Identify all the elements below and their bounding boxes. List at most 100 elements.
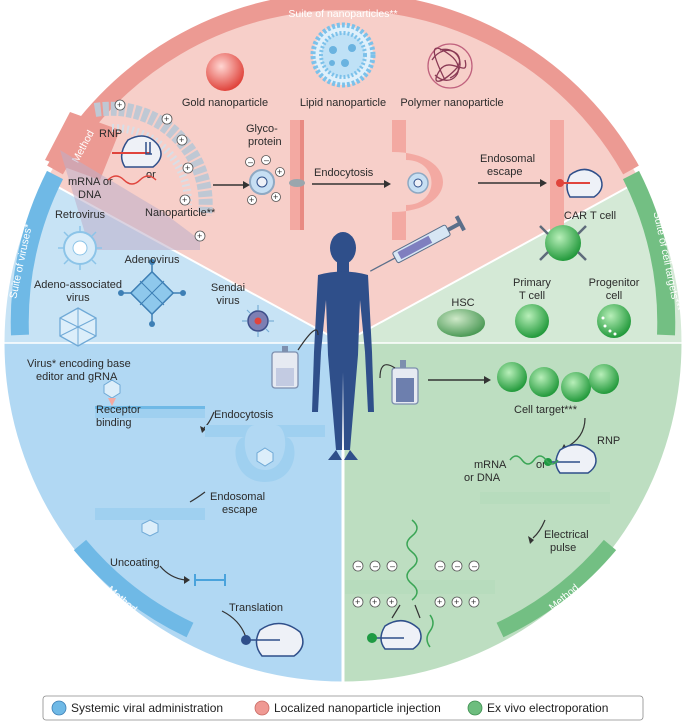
virus-encoding-label-2: editor and gRNA <box>36 371 118 383</box>
virus-endosomal-label-1: Endosomal <box>210 491 265 503</box>
receptor-label-1: Receptor <box>96 404 141 416</box>
np-method-tab <box>45 112 120 180</box>
mrna-strand <box>107 175 157 185</box>
membrane-escape <box>95 508 205 520</box>
cell-mrna-strand <box>509 455 559 465</box>
svg-text:+: + <box>437 597 442 607</box>
primary-t-cell-icon <box>515 304 549 338</box>
svg-text:+: + <box>197 231 202 241</box>
lipid-nanoparticle-label: Lipid nanoparticle <box>300 97 386 109</box>
car-t-cell-label: CAR T cell <box>564 210 616 222</box>
progenitor-cell-label-1: Progenitor <box>589 277 640 289</box>
cell-mrna-label-2: or DNA <box>464 472 501 484</box>
electroporation-membrane <box>345 519 495 601</box>
np-rnp-label: RNP <box>99 128 122 140</box>
legend-exvivo-swatch <box>467 700 483 716</box>
svg-text:+: + <box>471 597 476 607</box>
svg-text:–: – <box>356 561 361 571</box>
svg-text:–: – <box>438 561 443 571</box>
sendai-label-1: Sendai <box>211 282 245 294</box>
aav-icon <box>59 307 97 347</box>
adenovirus-icon <box>118 259 186 327</box>
progenitor-cell-label-2: cell <box>606 290 623 302</box>
receptor-label-2: binding <box>96 417 131 429</box>
adenovirus-label: Adenovirus <box>124 254 180 266</box>
cell-or-label: or <box>536 459 546 471</box>
svg-text:+: + <box>273 192 278 202</box>
delivered-rnp <box>367 604 434 650</box>
np-or-label: or <box>146 169 156 181</box>
virus-arc-band <box>10 170 64 336</box>
svg-text:–: – <box>390 561 395 571</box>
legend-systemic-swatch <box>51 700 67 716</box>
electrical-pulse-label-1: Electrical <box>544 529 589 541</box>
legend-localized-swatch <box>254 700 270 716</box>
legend-systemic-label: Systemic viral administration <box>71 701 223 715</box>
nanoparticle-arc-band <box>47 0 639 175</box>
virus-endocytosis-label: Endocytosis <box>214 409 274 421</box>
small-nanoparticle: – – + + + <box>245 155 285 205</box>
sendai-label-2: virus <box>216 295 240 307</box>
primary-t-cell-label-1: Primary <box>513 277 551 289</box>
svg-text:–: – <box>264 155 269 165</box>
virus-endosomal-label-2: escape <box>222 504 257 516</box>
cell-rnp-label: RNP <box>597 435 620 447</box>
hsc-icon <box>437 309 485 337</box>
virus-on-receptor <box>103 379 121 406</box>
iv-bag-right <box>391 360 419 405</box>
cell-arc-band <box>622 170 676 336</box>
cell-rnp-complex <box>544 444 597 474</box>
svg-text:–: – <box>455 561 460 571</box>
cell-target-cluster <box>497 362 619 402</box>
svg-text:+: + <box>185 163 190 173</box>
legend-box <box>42 695 644 721</box>
hsc-label: HSC <box>451 297 474 309</box>
virus-endocytosis-membrane <box>205 425 325 482</box>
gold-nanoparticle <box>206 53 244 91</box>
base-editor-protein <box>241 622 304 657</box>
charge-marks: – – – – – – + + + + + + <box>352 560 480 608</box>
svg-text:+: + <box>355 597 360 607</box>
legend-exvivo-label: Ex vivo electroporation <box>487 701 608 715</box>
nanoparticle-label: Nanoparticle** <box>145 207 216 219</box>
svg-text:+: + <box>179 135 184 145</box>
virus-encoding-label-1: Virus* encoding base <box>27 358 131 370</box>
gold-nanoparticle-label: Gold nanoparticle <box>182 97 268 109</box>
svg-text:+: + <box>454 597 459 607</box>
polymer-nanoparticle-label: Polymer nanoparticle <box>400 97 503 109</box>
np-mrna-label-2: DNA <box>78 189 102 201</box>
cell-target-label: Cell target*** <box>514 404 578 416</box>
cell-membrane-2 <box>392 120 443 240</box>
rnp-complex <box>112 135 162 168</box>
svg-text:+: + <box>277 167 282 177</box>
svg-text:+: + <box>117 100 122 110</box>
np-mrna-label-1: mRNA or <box>68 176 113 188</box>
cell-membrane-top <box>480 492 610 504</box>
np-endosomal-label-1: Endosomal <box>480 153 535 165</box>
glycoprotein-label-1: Glyco- <box>246 123 278 135</box>
pink-sector <box>36 3 650 343</box>
svg-text:+: + <box>249 195 254 205</box>
aav-label-1: Adeno-associated <box>34 279 122 291</box>
svg-text:+: + <box>164 114 169 124</box>
sendai-virus-icon <box>242 305 274 337</box>
nanoparticle-suite-label: Suite of nanoparticles** <box>288 8 397 20</box>
glycoprotein-label-2: protein <box>248 136 282 148</box>
cell-membrane-1 <box>289 120 305 230</box>
human-figure <box>312 232 374 460</box>
np-endocytosis-label: Endocytosis <box>314 167 374 179</box>
legend-localized-label: Localized nanoparticle injection <box>274 701 441 715</box>
iv-bag-left <box>271 346 299 389</box>
cell-membrane-3 <box>550 120 603 230</box>
np-endosomal-label-2: escape <box>487 166 522 178</box>
svg-text:–: – <box>472 561 477 571</box>
aav-label-2: virus <box>66 292 90 304</box>
polymer-nanoparticle <box>427 43 473 89</box>
charge-plus-marks: + + + + + + <box>114 99 206 242</box>
translation-label: Translation <box>229 602 283 614</box>
svg-text:+: + <box>372 597 377 607</box>
uncoating-label: Uncoating <box>110 557 160 569</box>
electrical-pulse-label-2: pulse <box>550 542 576 554</box>
svg-text:–: – <box>248 157 253 167</box>
